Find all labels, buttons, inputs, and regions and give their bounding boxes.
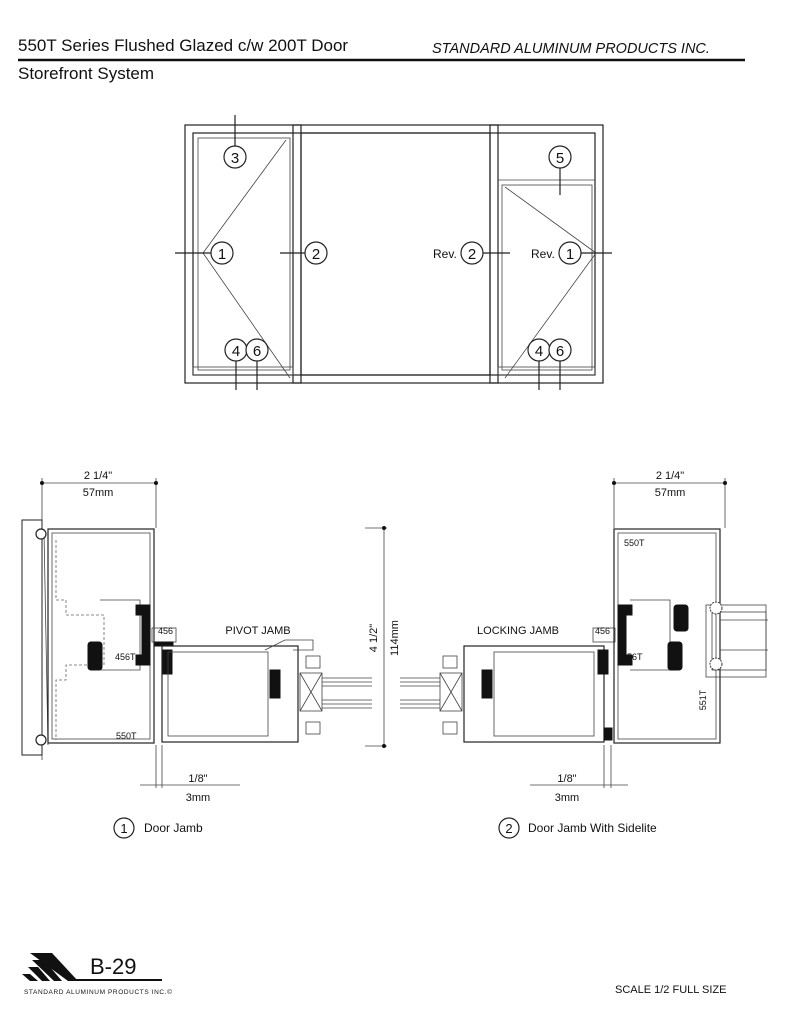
rev-label-1: Rev. <box>531 247 555 261</box>
caption-2-label: Door Jamb With Sidelite <box>528 821 657 835</box>
pivot-jamb-label: PIVOT JAMB <box>225 625 290 637</box>
page-number: B-29 <box>90 954 136 979</box>
locking-jamb-label: LOCKING JAMB <box>477 625 559 637</box>
part-456T-right: 456T <box>622 652 643 662</box>
callout-4-right: 4 <box>535 343 543 360</box>
left-gap-mm: 3mm <box>186 792 210 804</box>
part-456T-left: 456T <box>115 652 136 662</box>
scale-note: SCALE 1/2 FULL SIZE <box>615 984 726 996</box>
callout-2-left: 2 <box>312 246 320 263</box>
sheet-subtitle: Storefront System <box>18 64 154 83</box>
callout-5: 5 <box>556 150 564 167</box>
callout-2-right: 2 <box>468 246 476 263</box>
locking-jamb-section <box>400 478 768 788</box>
company-name: STANDARD ALUMINUM PRODUCTS INC. <box>432 41 710 57</box>
height-dimension <box>365 526 387 748</box>
left-width-in: 2 1/4" <box>84 470 112 482</box>
caption-1-label: Door Jamb <box>144 821 203 835</box>
right-width-mm: 57mm <box>655 487 686 499</box>
right-gap-mm: 3mm <box>555 792 579 804</box>
part-456-left: 456 <box>158 626 173 636</box>
callout-6-left: 6 <box>253 343 261 360</box>
caption-1-number: 1 <box>120 821 127 836</box>
callout-6-right: 6 <box>556 343 564 360</box>
height-mm: 114mm <box>389 620 401 656</box>
callout-1-left: 1 <box>218 246 226 263</box>
callout-1-right: 1 <box>566 246 574 263</box>
part-550T-right: 550T <box>624 538 645 548</box>
left-width-mm: 57mm <box>83 487 114 499</box>
sheet-title: 550T Series Flushed Glazed c/w 200T Door <box>18 36 348 55</box>
callout-3: 3 <box>231 150 239 167</box>
left-gap-in: 1/8" <box>188 773 207 785</box>
company-logo-icon <box>22 953 162 981</box>
part-456-right: 456 <box>595 626 610 636</box>
part-551T: 551T <box>698 689 708 710</box>
logo-text: STANDARD ALUMINUM PRODUCTS INC.© <box>24 988 172 996</box>
height-in: 4 1/2" <box>368 624 380 652</box>
callout-4-left: 4 <box>232 343 240 360</box>
right-width-in: 2 1/4" <box>656 470 684 482</box>
storefront-elevation <box>175 115 612 390</box>
caption-2-number: 2 <box>505 821 512 836</box>
pivot-jamb-section <box>21 478 372 788</box>
part-550T-left: 550T <box>116 731 137 741</box>
rev-label-2: Rev. <box>433 247 457 261</box>
elevation-callouts: 3 1 2 Rev. 2 Rev. 1 5 4 6 4 6 <box>210 145 582 362</box>
right-gap-in: 1/8" <box>557 773 576 785</box>
